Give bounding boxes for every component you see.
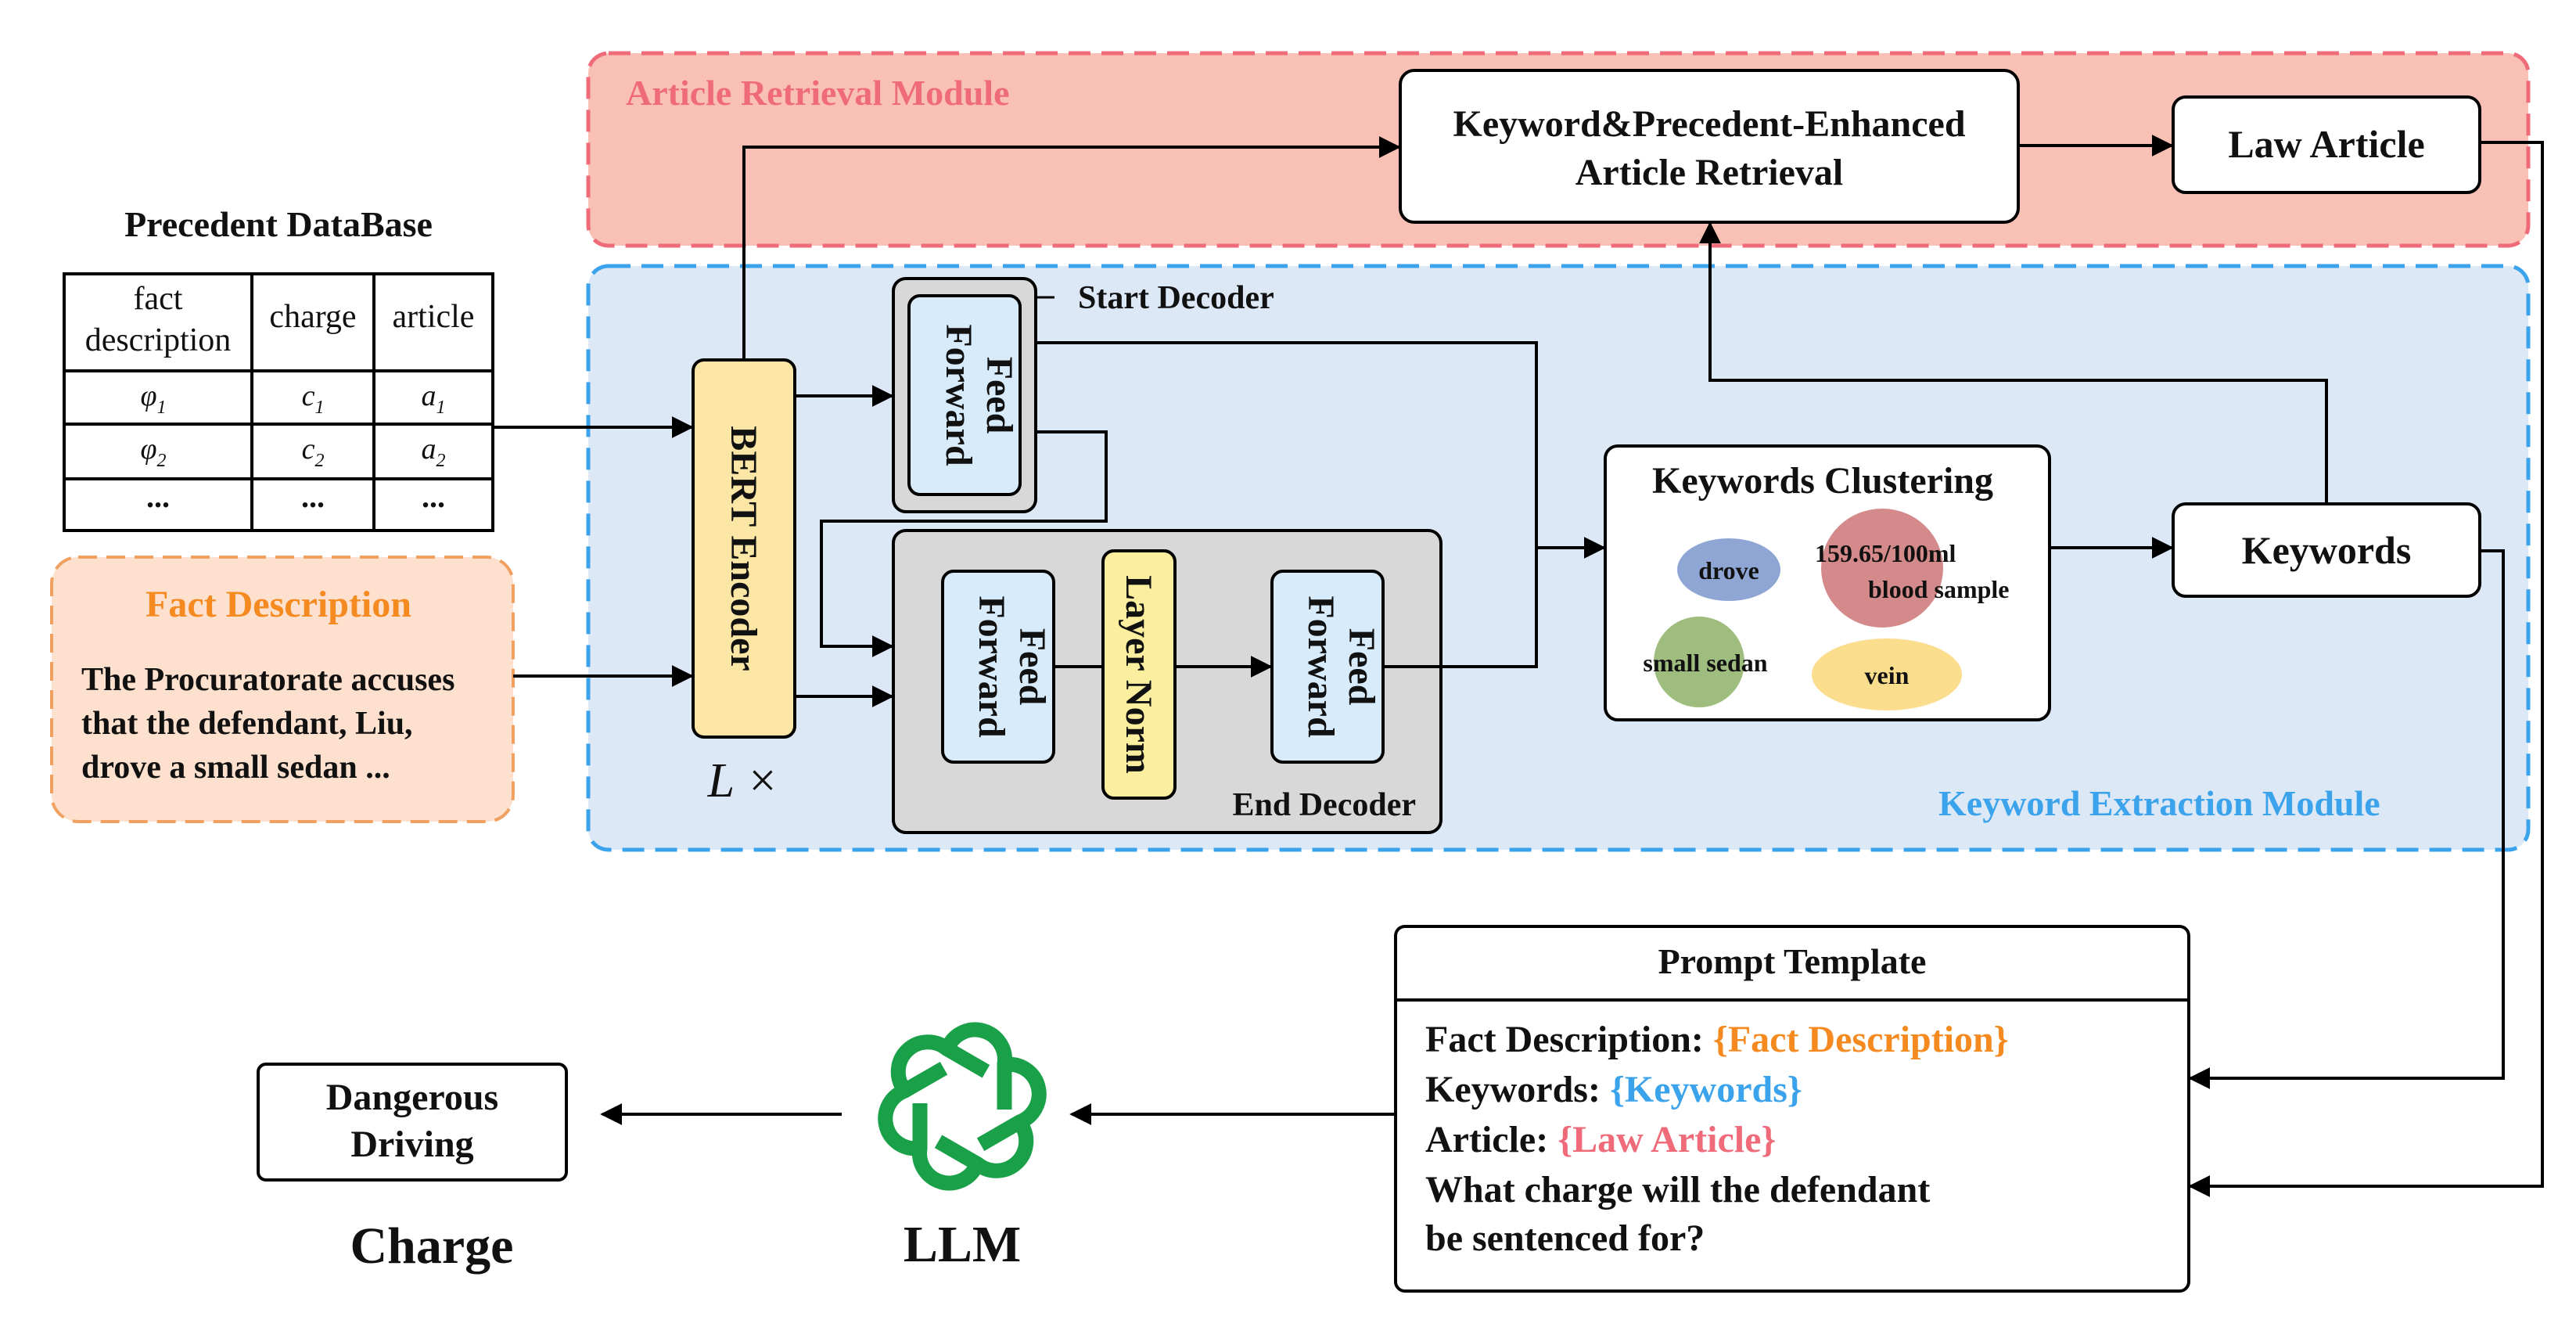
end-ff1-line1: Feed bbox=[1011, 628, 1053, 706]
encoder-repeat-label: L × bbox=[707, 754, 779, 807]
openai-logo-icon bbox=[878, 1022, 1047, 1191]
row2-charge: c2 bbox=[302, 433, 325, 471]
prompt-question-line1: What charge will the defendant bbox=[1425, 1169, 1930, 1210]
header-fact-line2: description bbox=[85, 322, 232, 358]
bert-encoder-label: BERT Encoder bbox=[723, 426, 764, 671]
precedent-table bbox=[63, 272, 494, 532]
row1-article: a1 bbox=[422, 379, 446, 418]
article-retrieval-box bbox=[1399, 69, 2020, 224]
row3-charge: ... bbox=[301, 479, 325, 514]
precedent-database-title: Precedent DataBase bbox=[124, 204, 433, 244]
row2-article: a2 bbox=[422, 433, 446, 471]
row3-fact: ... bbox=[146, 479, 170, 514]
start-ff-line1: Feed bbox=[979, 357, 1020, 434]
arrow-keywords-to-prompt bbox=[2188, 549, 2505, 1089]
llm-label: LLM bbox=[904, 1216, 1021, 1273]
cluster-vein bbox=[1812, 638, 1962, 710]
keywords-placeholder: {Keywords} bbox=[1610, 1069, 1802, 1110]
line-start-decoder-out bbox=[1036, 341, 1538, 548]
article-retrieval-label-line1: Keyword&Precedent-Enhanced bbox=[1453, 103, 1965, 145]
start-ff-line2: Forward bbox=[938, 324, 979, 466]
fact-description-line2: that the defendant, Liu, bbox=[81, 706, 413, 742]
cluster-blood bbox=[1821, 509, 1943, 628]
keyword-extraction-module-title: Keyword Extraction Module bbox=[1938, 783, 2380, 823]
cluster-vein-label: vein bbox=[1865, 661, 1910, 689]
arrow-keywords-to-retrieval bbox=[1699, 221, 2328, 504]
table-row-3: ... ... ... bbox=[146, 479, 445, 514]
end-ff2-line1: Feed bbox=[1341, 628, 1382, 706]
line-end-decoder-out bbox=[1383, 548, 1538, 668]
fact-description-box bbox=[50, 556, 515, 823]
cluster-sedan-label: small sedan bbox=[1643, 649, 1767, 677]
fact-description-line1: The Procuratorate accuses bbox=[81, 662, 454, 698]
prompt-article-line: Article: {Law Article} bbox=[1425, 1119, 1776, 1160]
row3-article: ... bbox=[422, 479, 445, 514]
article-placeholder: {Law Article} bbox=[1557, 1119, 1776, 1160]
arrow-encoder-to-retrieval bbox=[742, 136, 1401, 360]
end-decoder-label: End Decoder bbox=[1233, 787, 1417, 823]
fact-description-line3: drove a small sedan ... bbox=[81, 750, 390, 786]
cluster-blood-label-line1: 159.65/100ml bbox=[1815, 539, 1956, 567]
end-ff1-line2: Forward bbox=[971, 595, 1012, 738]
header-article: article bbox=[393, 299, 475, 335]
row1-fact: φ1 bbox=[140, 379, 166, 418]
fact-description-title: Fact Description bbox=[146, 584, 411, 625]
fact-placeholder: {Fact Description} bbox=[1713, 1019, 2009, 1060]
layer-norm-label: Layer Norm bbox=[1118, 575, 1159, 774]
charge-output-box bbox=[257, 1063, 568, 1182]
article-retrieval-module-title: Article Retrieval Module bbox=[626, 73, 1009, 113]
law-article-label: Law Article bbox=[2228, 122, 2424, 166]
article-retrieval-label-line2: Article Retrieval bbox=[1575, 152, 1843, 193]
layer-norm-block bbox=[1101, 549, 1177, 800]
charge-output-line2: Driving bbox=[350, 1124, 473, 1165]
connectors bbox=[493, 135, 2544, 1197]
row2-fact: φ2 bbox=[140, 433, 166, 471]
prompt-template-box bbox=[1394, 925, 2190, 1293]
arrow-start-to-end-decoder bbox=[820, 430, 1108, 657]
arrow-law-article-to-prompt bbox=[2188, 141, 2544, 1197]
end-ff2-line2: Forward bbox=[1300, 595, 1342, 738]
cluster-drove bbox=[1677, 538, 1780, 601]
header-charge: charge bbox=[269, 299, 356, 335]
prompt-fact-line: Fact Description: {Fact Description} bbox=[1425, 1019, 2009, 1060]
header-fact-line1: fact bbox=[134, 281, 183, 317]
keywords-clustering-title: Keywords Clustering bbox=[1652, 460, 1993, 502]
cluster-drove-label: drove bbox=[1698, 556, 1759, 584]
start-decoder-feed-forward bbox=[907, 294, 1022, 496]
prompt-template-title: Prompt Template bbox=[1658, 941, 1927, 981]
charge-caption: Charge bbox=[350, 1218, 514, 1275]
table-row-2: φ2 c2 a2 bbox=[140, 433, 445, 471]
prompt-question-line2: be sentenced for? bbox=[1425, 1218, 1705, 1259]
table-row-1: φ1 c1 a1 bbox=[140, 379, 445, 418]
keywords-label: Keywords bbox=[2242, 528, 2412, 572]
row1-charge: c1 bbox=[302, 379, 325, 418]
charge-output-line1: Dangerous bbox=[326, 1077, 498, 1118]
cluster-sedan bbox=[1654, 617, 1744, 707]
prompt-keywords-line: Keywords: {Keywords} bbox=[1425, 1069, 1802, 1110]
start-decoder-label: Start Decoder bbox=[1078, 280, 1274, 316]
cluster-blood-label-line2: blood sample bbox=[1868, 575, 2009, 603]
